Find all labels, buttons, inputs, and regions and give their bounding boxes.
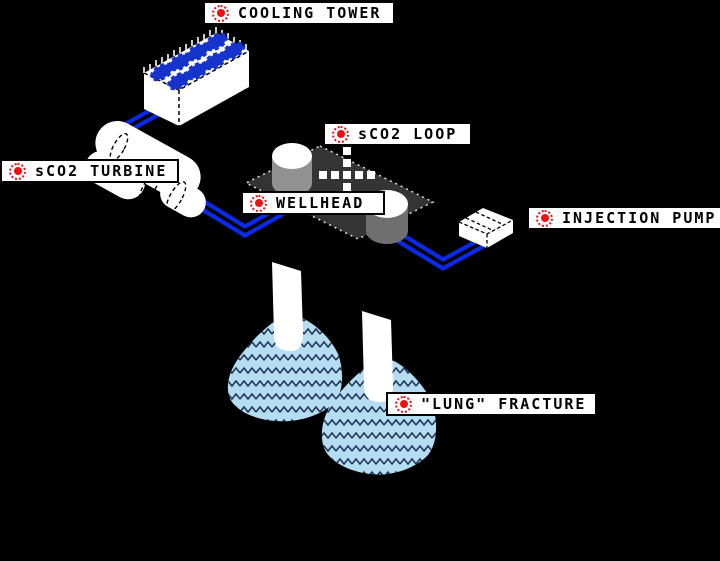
record-dot-icon bbox=[9, 162, 26, 180]
cooling-tower-unit bbox=[143, 27, 250, 126]
label-wellhead: WELLHEAD bbox=[241, 191, 385, 215]
label-cooling-tower: COOLING TOWER bbox=[203, 1, 395, 25]
label-wellhead-text: WELLHEAD bbox=[276, 194, 365, 212]
well-pipe-left bbox=[272, 262, 303, 352]
cooling-fan-icons bbox=[150, 32, 245, 91]
record-dot-icon bbox=[250, 194, 267, 212]
lung-fracture-left-blob bbox=[227, 315, 343, 422]
label-sco2-turbine-text: sCO2 TURBINE bbox=[35, 162, 168, 180]
label-sco2-loop: sCO2 LOOP bbox=[323, 122, 472, 146]
label-cooling-tower-text: COOLING TOWER bbox=[238, 4, 382, 22]
record-dot-icon bbox=[212, 4, 229, 22]
label-lung-fracture-text: "LUNG" FRACTURE bbox=[421, 395, 587, 413]
label-injection-pump-text: INJECTION PUMP bbox=[562, 209, 717, 227]
record-dot-icon bbox=[395, 395, 412, 413]
well-pipe-right bbox=[362, 311, 393, 403]
injection-pump-unit bbox=[458, 208, 514, 248]
record-dot-icon bbox=[332, 125, 349, 143]
label-sco2-loop-text: sCO2 LOOP bbox=[358, 125, 458, 143]
pipe-wellhead-injection-pump bbox=[380, 222, 488, 271]
label-injection-pump: INJECTION PUMP bbox=[527, 206, 720, 230]
label-sco2-turbine: sCO2 TURBINE bbox=[0, 159, 179, 183]
record-dot-icon bbox=[536, 209, 553, 227]
lung-fracture-right-blob bbox=[321, 359, 437, 475]
label-lung-fracture: "LUNG" FRACTURE bbox=[386, 392, 598, 416]
wellhead-cylinder-main bbox=[272, 143, 312, 196]
